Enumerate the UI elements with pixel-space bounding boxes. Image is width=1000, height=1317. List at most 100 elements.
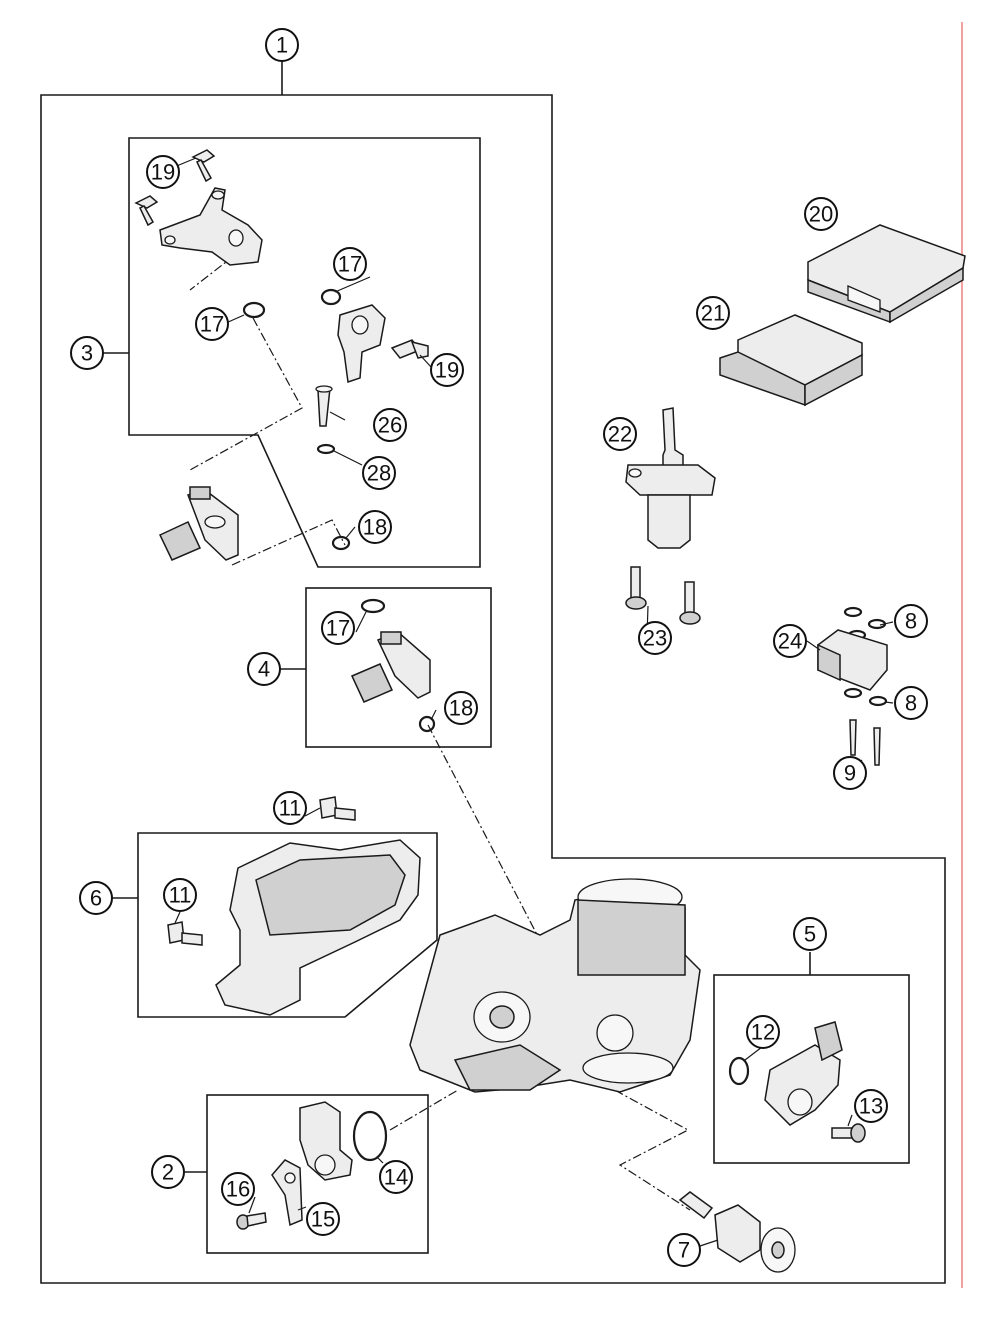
o-ring-18b — [418, 715, 436, 733]
clamp-15 — [271, 1159, 303, 1227]
callout-18-group3: 18 — [358, 510, 392, 544]
fuel-rail-bracket — [159, 187, 263, 266]
svg-text:14: 14 — [384, 1165, 408, 1190]
bolt-11a — [319, 796, 356, 821]
callout-16: 16 — [221, 1172, 255, 1206]
callout-5: 5 — [793, 917, 827, 951]
bolt-23b — [679, 581, 701, 625]
screw-19a — [191, 149, 216, 183]
svg-text:18: 18 — [449, 696, 473, 721]
svg-text:17: 17 — [200, 312, 224, 337]
svg-text:17: 17 — [338, 252, 362, 277]
svg-text:6: 6 — [90, 886, 102, 911]
callout-18-group4: 18 — [444, 691, 478, 725]
svg-text:8: 8 — [905, 691, 917, 716]
injector-a — [158, 486, 239, 561]
callout-26: 26 — [373, 408, 407, 442]
callout-9: 9 — [833, 756, 867, 790]
callout-21: 21 — [696, 296, 730, 330]
o-ring-17b — [360, 598, 386, 614]
screw-19b — [134, 195, 159, 227]
svg-text:16: 16 — [226, 1177, 250, 1202]
o-ring-14 — [352, 1110, 388, 1162]
callout-1: 1 — [265, 28, 299, 62]
callout-13: 13 — [854, 1089, 888, 1123]
o-ring-18a — [331, 535, 351, 551]
screw-13 — [831, 1123, 866, 1143]
callouts: 1 3 4 6 5 2 7 19 17 17 19 26 28 18 17 18… — [70, 28, 928, 1267]
sensor-group-frame — [713, 974, 910, 1164]
bolt-23a — [625, 566, 647, 610]
callout-11-top: 11 — [273, 791, 307, 825]
assembly-frames — [40, 60, 946, 1284]
svg-text:7: 7 — [678, 1238, 690, 1263]
ecu-20 — [807, 224, 966, 324]
svg-text:23: 23 — [643, 626, 667, 651]
svg-text:17: 17 — [326, 616, 350, 641]
svg-text:20: 20 — [809, 202, 833, 227]
svg-text:11: 11 — [279, 796, 302, 821]
callout-2: 2 — [151, 1155, 185, 1189]
svg-text:19: 19 — [435, 358, 459, 383]
callout-17-left: 17 — [195, 307, 229, 341]
o-ring-17a — [242, 301, 266, 319]
svg-text:21: 21 — [701, 301, 725, 326]
callout-8-top: 8 — [894, 604, 928, 638]
callout-14: 14 — [379, 1160, 413, 1194]
map-sensor-group-frame — [206, 1094, 429, 1254]
svg-text:24: 24 — [778, 629, 802, 654]
callout-8-bottom: 8 — [894, 686, 928, 720]
sensor-24 — [817, 606, 888, 766]
tps-sensor — [764, 1021, 843, 1126]
screw-16 — [236, 1212, 267, 1230]
fuel-connector — [320, 288, 386, 383]
bolt-11b — [167, 921, 203, 946]
svg-text:28: 28 — [367, 461, 391, 486]
assembly-lines — [189, 254, 691, 1211]
map-sensor — [299, 1101, 353, 1181]
svg-text:13: 13 — [859, 1094, 883, 1119]
callout-20: 20 — [804, 197, 838, 231]
callout-12: 12 — [746, 1015, 780, 1049]
callout-17-right: 17 — [333, 247, 367, 281]
callout-3: 3 — [70, 336, 104, 370]
clip-28 — [316, 443, 336, 455]
svg-text:26: 26 — [378, 413, 402, 438]
sensor-22 — [625, 407, 716, 549]
svg-text:18: 18 — [363, 515, 387, 540]
o-ring-12 — [728, 1056, 750, 1086]
ecu-21 — [719, 314, 863, 407]
svg-text:8: 8 — [905, 609, 917, 634]
svg-text:5: 5 — [804, 922, 816, 947]
callout-17-group4: 17 — [321, 611, 355, 645]
svg-text:3: 3 — [81, 341, 93, 366]
callout-22: 22 — [603, 417, 637, 451]
idle-valve — [678, 1191, 796, 1273]
main-assembly-frame — [40, 94, 946, 1284]
injector-kit-frame — [305, 587, 492, 748]
callout-11-left: 11 — [163, 878, 197, 912]
callout-15: 15 — [306, 1202, 340, 1236]
svg-text:12: 12 — [751, 1020, 775, 1045]
callout-19-top: 19 — [146, 155, 180, 189]
svg-text:2: 2 — [162, 1160, 174, 1185]
svg-text:1: 1 — [276, 33, 288, 58]
callout-7: 7 — [667, 1233, 701, 1267]
throttle-cover — [215, 839, 421, 1016]
svg-text:19: 19 — [151, 160, 175, 185]
injector-b — [350, 631, 431, 703]
screw-19c — [390, 339, 429, 359]
svg-text:22: 22 — [608, 422, 632, 447]
throttle-body — [409, 878, 701, 1093]
callout-4: 4 — [247, 652, 281, 686]
callout-23: 23 — [638, 621, 672, 655]
callout-6: 6 — [79, 881, 113, 915]
callout-19-right: 19 — [430, 353, 464, 387]
callout-24: 24 — [773, 624, 807, 658]
svg-text:9: 9 — [844, 761, 856, 786]
pin-26 — [315, 385, 333, 427]
svg-text:4: 4 — [258, 657, 270, 682]
callout-28: 28 — [362, 456, 396, 490]
